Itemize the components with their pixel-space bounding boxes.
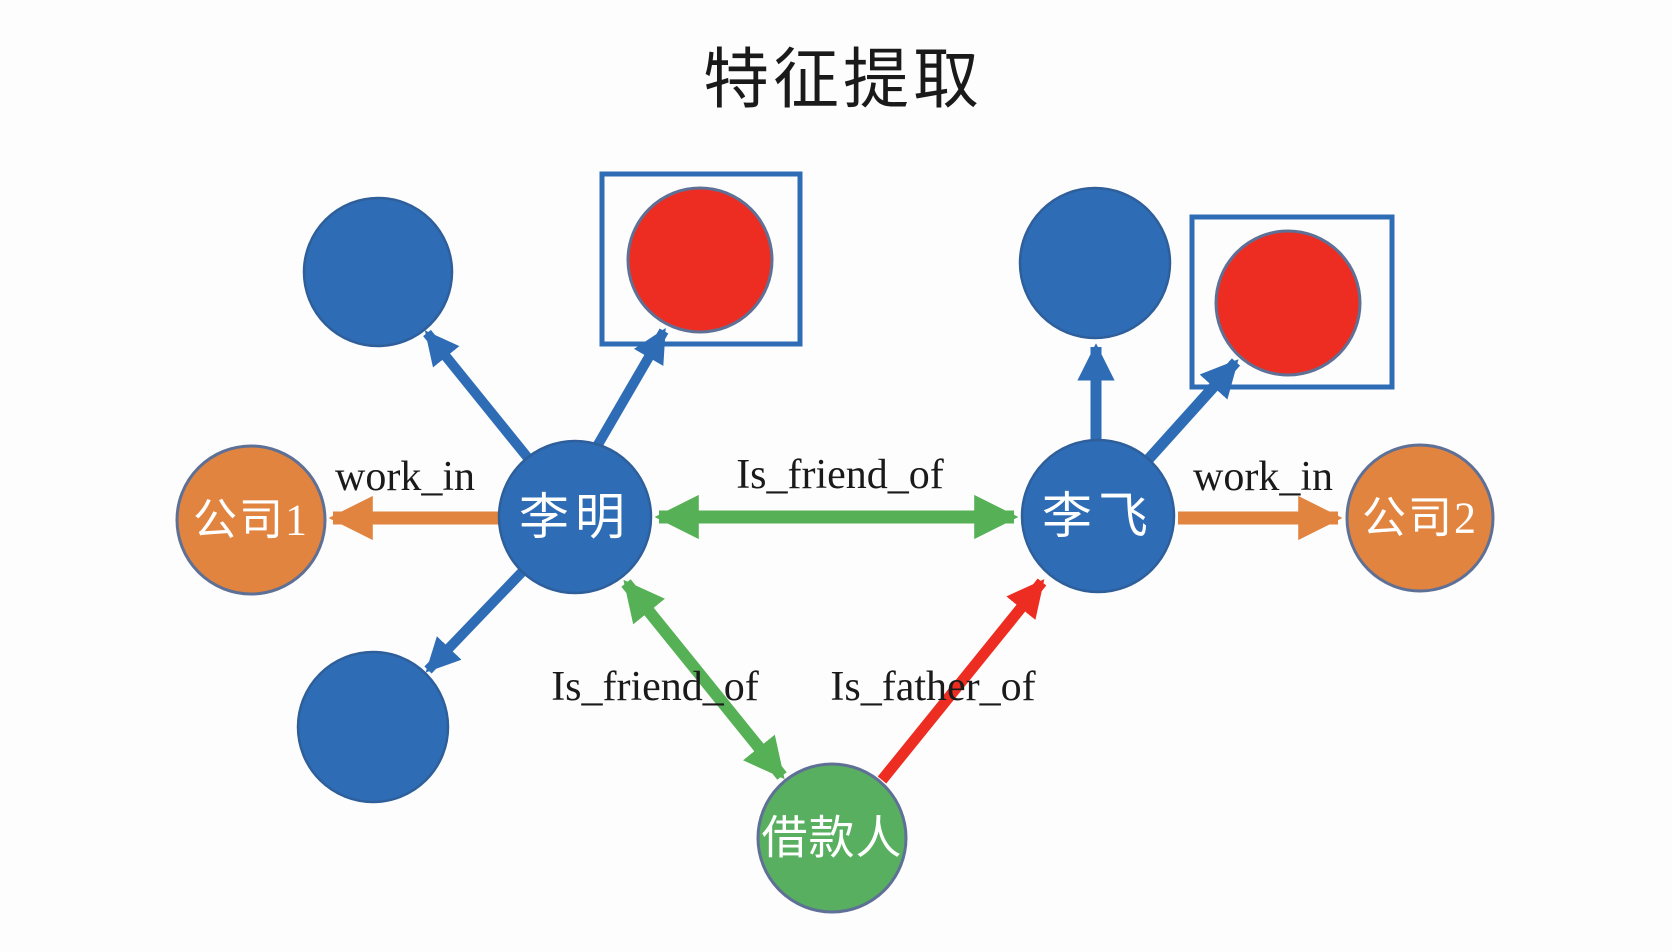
label-work-in-right: work_in xyxy=(1193,454,1333,500)
node-company1-label: 公司1 xyxy=(193,496,309,545)
edge-is-friend-of-bottom xyxy=(621,579,787,780)
edge-liming-to-attribute-top-left xyxy=(423,329,532,462)
node-borrower-circle xyxy=(756,762,908,914)
node-company2-label: 公司2 xyxy=(1362,494,1478,543)
highlight-box-left xyxy=(599,171,803,347)
node-company2-circle xyxy=(1345,443,1495,593)
node-company2: 公司2 xyxy=(1345,443,1495,593)
node-liming-label: 李明 xyxy=(519,489,631,545)
node-lifei-label: 李飞 xyxy=(1042,488,1154,544)
attribute-node-bottom-left xyxy=(296,650,450,804)
diagram-title: 特征提取 xyxy=(703,44,983,117)
node-lifei-circle xyxy=(1020,438,1176,594)
edge-is-father-of xyxy=(877,578,1047,784)
edge-liming-to-red-feature-left xyxy=(591,328,669,451)
highlight-box-right xyxy=(1189,214,1395,390)
node-lifei: 李飞 xyxy=(1020,438,1176,594)
feature-node-red-right xyxy=(1214,229,1362,377)
label-is-father-of: Is_father_of xyxy=(830,664,1035,710)
node-borrower: 借款人 xyxy=(756,762,908,914)
node-company1: 公司1 xyxy=(175,444,327,596)
edge-lifei-to-red-feature-right xyxy=(1141,358,1241,466)
feature-node-red-left xyxy=(626,186,774,334)
label-is-friend-of-top: Is_friend_of xyxy=(736,452,944,498)
node-liming: 李明 xyxy=(497,439,653,595)
node-liming-circle xyxy=(497,439,653,595)
attribute-node-top-left xyxy=(302,196,454,348)
node-borrower-label: 借款人 xyxy=(762,813,903,864)
attribute-node-top-right xyxy=(1018,186,1172,340)
node-company1-circle xyxy=(175,444,327,596)
label-work-in-left: work_in xyxy=(335,454,475,500)
label-is-friend-of-bottom: Is_friend_of xyxy=(551,664,759,710)
edge-liming-to-attribute-bottom-left xyxy=(424,567,527,674)
